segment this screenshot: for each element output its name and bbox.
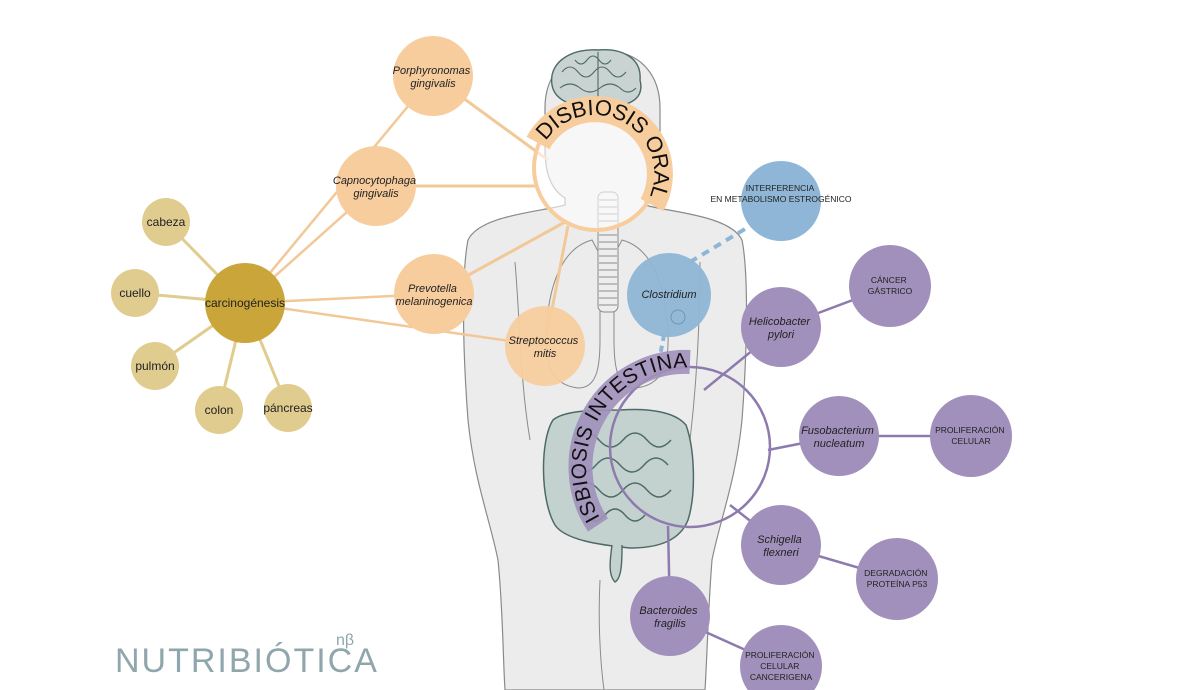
- effect-label-proliferacion-cancerigena-line2: CELULAR: [760, 661, 799, 671]
- site-label-pancreas: páncreas: [263, 401, 312, 415]
- effect-label-proliferacion-cancerigena-line3: CANCERIGENA: [750, 672, 813, 682]
- int-bacteria-label-schigella-line1: Schigella: [757, 534, 802, 546]
- oral-bacteria-label-prevotella: Prevotella melaninogenica: [395, 283, 472, 308]
- site-node-colon[interactable]: [195, 386, 243, 434]
- oral-bacteria-label-porphyromonas-line1: Porphyronomas: [393, 65, 471, 77]
- site-node-cuello[interactable]: [111, 269, 159, 317]
- oral-dysbiosis: DISBIOSIS ORAL Porphyronomas gingivalis …: [333, 36, 673, 386]
- effect-node-proliferacion-celular[interactable]: [930, 395, 1012, 477]
- brand-logo-text: NUTRIBIÓTICA: [115, 642, 379, 680]
- site-label-cuello: cuello: [119, 286, 151, 300]
- int-bacteria-label-fusobacterium-line1: Fusobacterium: [801, 425, 874, 437]
- int-bacteria-label-helicobacter: Helicobacter pylori: [749, 316, 813, 341]
- oral-bacteria-label-streptococcus-line1: Streptococcus: [509, 335, 579, 347]
- legs-divider: [598, 579, 605, 690]
- estrogen-effect-label: INTERFERENCIA EN METABOLISMO ESTROGÉNICO: [710, 183, 851, 204]
- clostridium-dashed-down: [658, 334, 666, 357]
- int-bacteria-label-bacteroides-line2: fragilis: [654, 618, 686, 630]
- site-node-pancreas[interactable]: [264, 384, 312, 432]
- rectum: [609, 544, 623, 583]
- oral-bacteria-porphyromonas[interactable]: [393, 36, 473, 116]
- site-label-colon: colon: [205, 403, 234, 417]
- large-intestine: [542, 408, 695, 549]
- estrogen-effect-line2: EN METABOLISMO ESTROGÉNICO: [710, 194, 851, 204]
- clostridium-group: Clostridium INTERFERENCIA EN METABOLISMO…: [627, 161, 852, 357]
- oral-bacteria-label-porphyromonas-line2: gingivalis: [410, 78, 456, 90]
- effect-label-proliferacion-celular: PROLIFERACIÓN CELULAR: [935, 425, 1007, 446]
- effect-label-proliferacion-cancerigena-line1: PROLIFERACIÓN: [745, 650, 814, 660]
- effect-node-proliferacion-cancerigena[interactable]: [740, 625, 822, 690]
- int-bacteria-fusobacterium[interactable]: [799, 396, 879, 476]
- effect-label-degradacion-p53-line2: PROTEÍNA P53: [867, 579, 928, 589]
- estrogen-effect-node[interactable]: [741, 161, 821, 241]
- brain-folds: [559, 52, 637, 104]
- int-bacteria-label-bacteroides-line1: Bacteroides: [639, 605, 698, 617]
- effect-label-proliferacion-celular-line1: PROLIFERACIÓN: [935, 425, 1004, 435]
- oral-bacteria-label-streptococcus-line2: mitis: [534, 348, 557, 360]
- oral-bacteria-label-streptococcus: Streptococcus mitis: [509, 335, 582, 360]
- int-bacteria-label-bacteroides: Bacteroides fragilis: [639, 605, 700, 630]
- site-label-cabeza: cabeza: [147, 215, 186, 229]
- clostridium-label: Clostridium: [641, 289, 696, 301]
- brand-logo: NUTRIBIÓTICA nβ: [115, 632, 379, 680]
- brand-mark: nβ: [336, 632, 354, 649]
- effect-label-cancer-gastrico: CÁNCER GÁSTRICO: [868, 275, 913, 296]
- small-intestine: [571, 432, 672, 522]
- oral-bacteria-streptococcus[interactable]: [505, 306, 585, 386]
- intestinal-dysbiosis-band-visible: [568, 349, 691, 532]
- site-node-cabeza[interactable]: [142, 198, 190, 246]
- int-bacteria-label-helicobacter-line1: Helicobacter: [749, 316, 811, 328]
- oral-dysbiosis-band: [526, 96, 673, 212]
- oral-bacteria-label-capnocytophaga-line1: Capnocytophaga: [333, 175, 416, 187]
- effect-node-cancer-gastrico[interactable]: [849, 245, 931, 327]
- effect-label-degradacion-p53-line1: DEGRADACIÓN: [864, 568, 927, 578]
- site-label-pulmon: pulmón: [135, 359, 174, 373]
- effect-label-proliferacion-cancerigena: PROLIFERACIÓN CELULAR CANCERIGENA: [745, 650, 817, 682]
- oral-bacteria-prevotella[interactable]: [394, 254, 474, 334]
- carcinogenesis-cluster: carcinogénesis cabeza cuello pulmón colo…: [111, 198, 313, 434]
- oral-bacteria-label-capnocytophaga: Capnocytophaga gingivalis: [333, 175, 419, 200]
- carcinogenesis-label: carcinogénesis: [205, 296, 285, 310]
- int-bacteria-label-schigella: Schigella flexneri: [757, 534, 805, 559]
- int-bacteria-bacteroides[interactable]: [630, 576, 710, 656]
- int-bacteria-label-schigella-line2: flexneri: [763, 547, 799, 559]
- int-bacteria-label-helicobacter-line2: pylori: [767, 329, 795, 341]
- clostridium-inner-mark: [670, 309, 686, 325]
- oral-bacteria-label-prevotella-line2: melaninogenica: [395, 296, 472, 308]
- site-node-pulmon[interactable]: [131, 342, 179, 390]
- connector-line: [244, 301, 546, 348]
- int-bacteria-helicobacter[interactable]: [741, 287, 821, 367]
- oral-bacteria-label-capnocytophaga-line2: gingivalis: [353, 188, 399, 200]
- int-bacteria-label-fusobacterium: Fusobacterium nucleatum: [801, 425, 877, 450]
- int-bacteria-label-fusobacterium-line2: nucleatum: [814, 438, 865, 450]
- clostridium-node[interactable]: [627, 253, 711, 337]
- effect-label-degradacion-p53: DEGRADACIÓN PROTEÍNA P53: [864, 568, 930, 589]
- oral-bacteria-capnocytophaga[interactable]: [336, 146, 416, 226]
- estrogen-effect-line1: INTERFERENCIA: [746, 183, 815, 193]
- oral-bacteria-label-prevotella-line1: Prevotella: [408, 283, 457, 295]
- int-bacteria-schigella[interactable]: [741, 505, 821, 585]
- oral-bacteria-label-porphyromonas: Porphyronomas gingivalis: [393, 65, 474, 90]
- intestinal-dysbiosis-ring: [608, 365, 772, 529]
- carcinogenesis-node[interactable]: [205, 263, 285, 343]
- effect-label-proliferacion-celular-line2: CELULAR: [951, 436, 990, 446]
- effect-node-degradacion-p53[interactable]: [856, 538, 938, 620]
- effect-label-cancer-gastrico-line2: GÁSTRICO: [868, 286, 913, 296]
- effect-label-cancer-gastrico-line1: CÁNCER: [871, 275, 907, 285]
